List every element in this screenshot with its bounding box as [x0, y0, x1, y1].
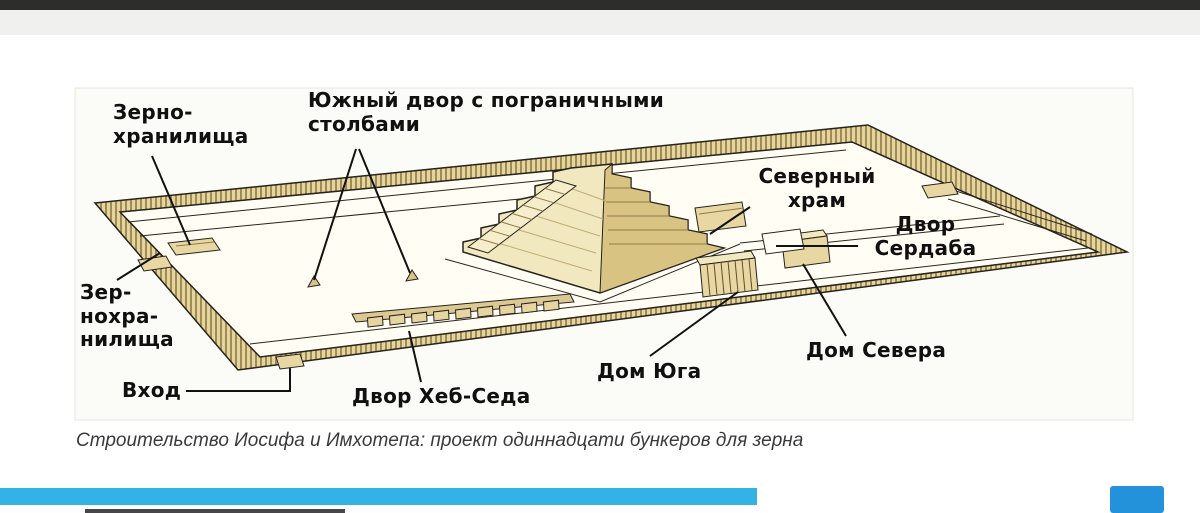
label-house-of-north: Дом Севера — [806, 338, 947, 362]
house-of-south — [695, 250, 759, 298]
header-gray-band — [0, 10, 1200, 35]
northern-temple — [694, 201, 747, 233]
serdab-court — [761, 228, 805, 255]
label-northern-temple: Северный храм — [758, 164, 876, 212]
label-south-court: Южный двор с пограничными столбами — [308, 88, 665, 136]
label-granaries-top: Зерно- хранилища — [113, 100, 249, 148]
label-entrance: Вход — [122, 378, 182, 402]
label-serdab-court: Двор Сердаба — [874, 212, 977, 260]
boundary-cones — [307, 269, 419, 288]
top-header-bar — [0, 0, 1200, 10]
footer-action-button[interactable] — [1110, 486, 1164, 513]
footer-dark-segment — [85, 509, 345, 513]
entrance-structure — [275, 353, 305, 370]
label-heb-sed-court: Двор Хеб-Седа — [352, 384, 531, 408]
label-house-of-south: Дом Юга — [597, 359, 702, 383]
label-granaries-left: Зер- нохра- нилища — [80, 280, 174, 352]
heb-sed-colonnade — [351, 293, 575, 328]
stair-ramp — [466, 179, 578, 254]
granary-building-top — [167, 237, 221, 256]
east-structure — [921, 181, 959, 199]
pointer-lines — [116, 148, 858, 392]
footer-progress-bar — [0, 488, 757, 505]
diagram-caption: Строительство Иосифа и Имхотепа: проект … — [76, 430, 804, 451]
granary-building-left — [137, 255, 173, 272]
